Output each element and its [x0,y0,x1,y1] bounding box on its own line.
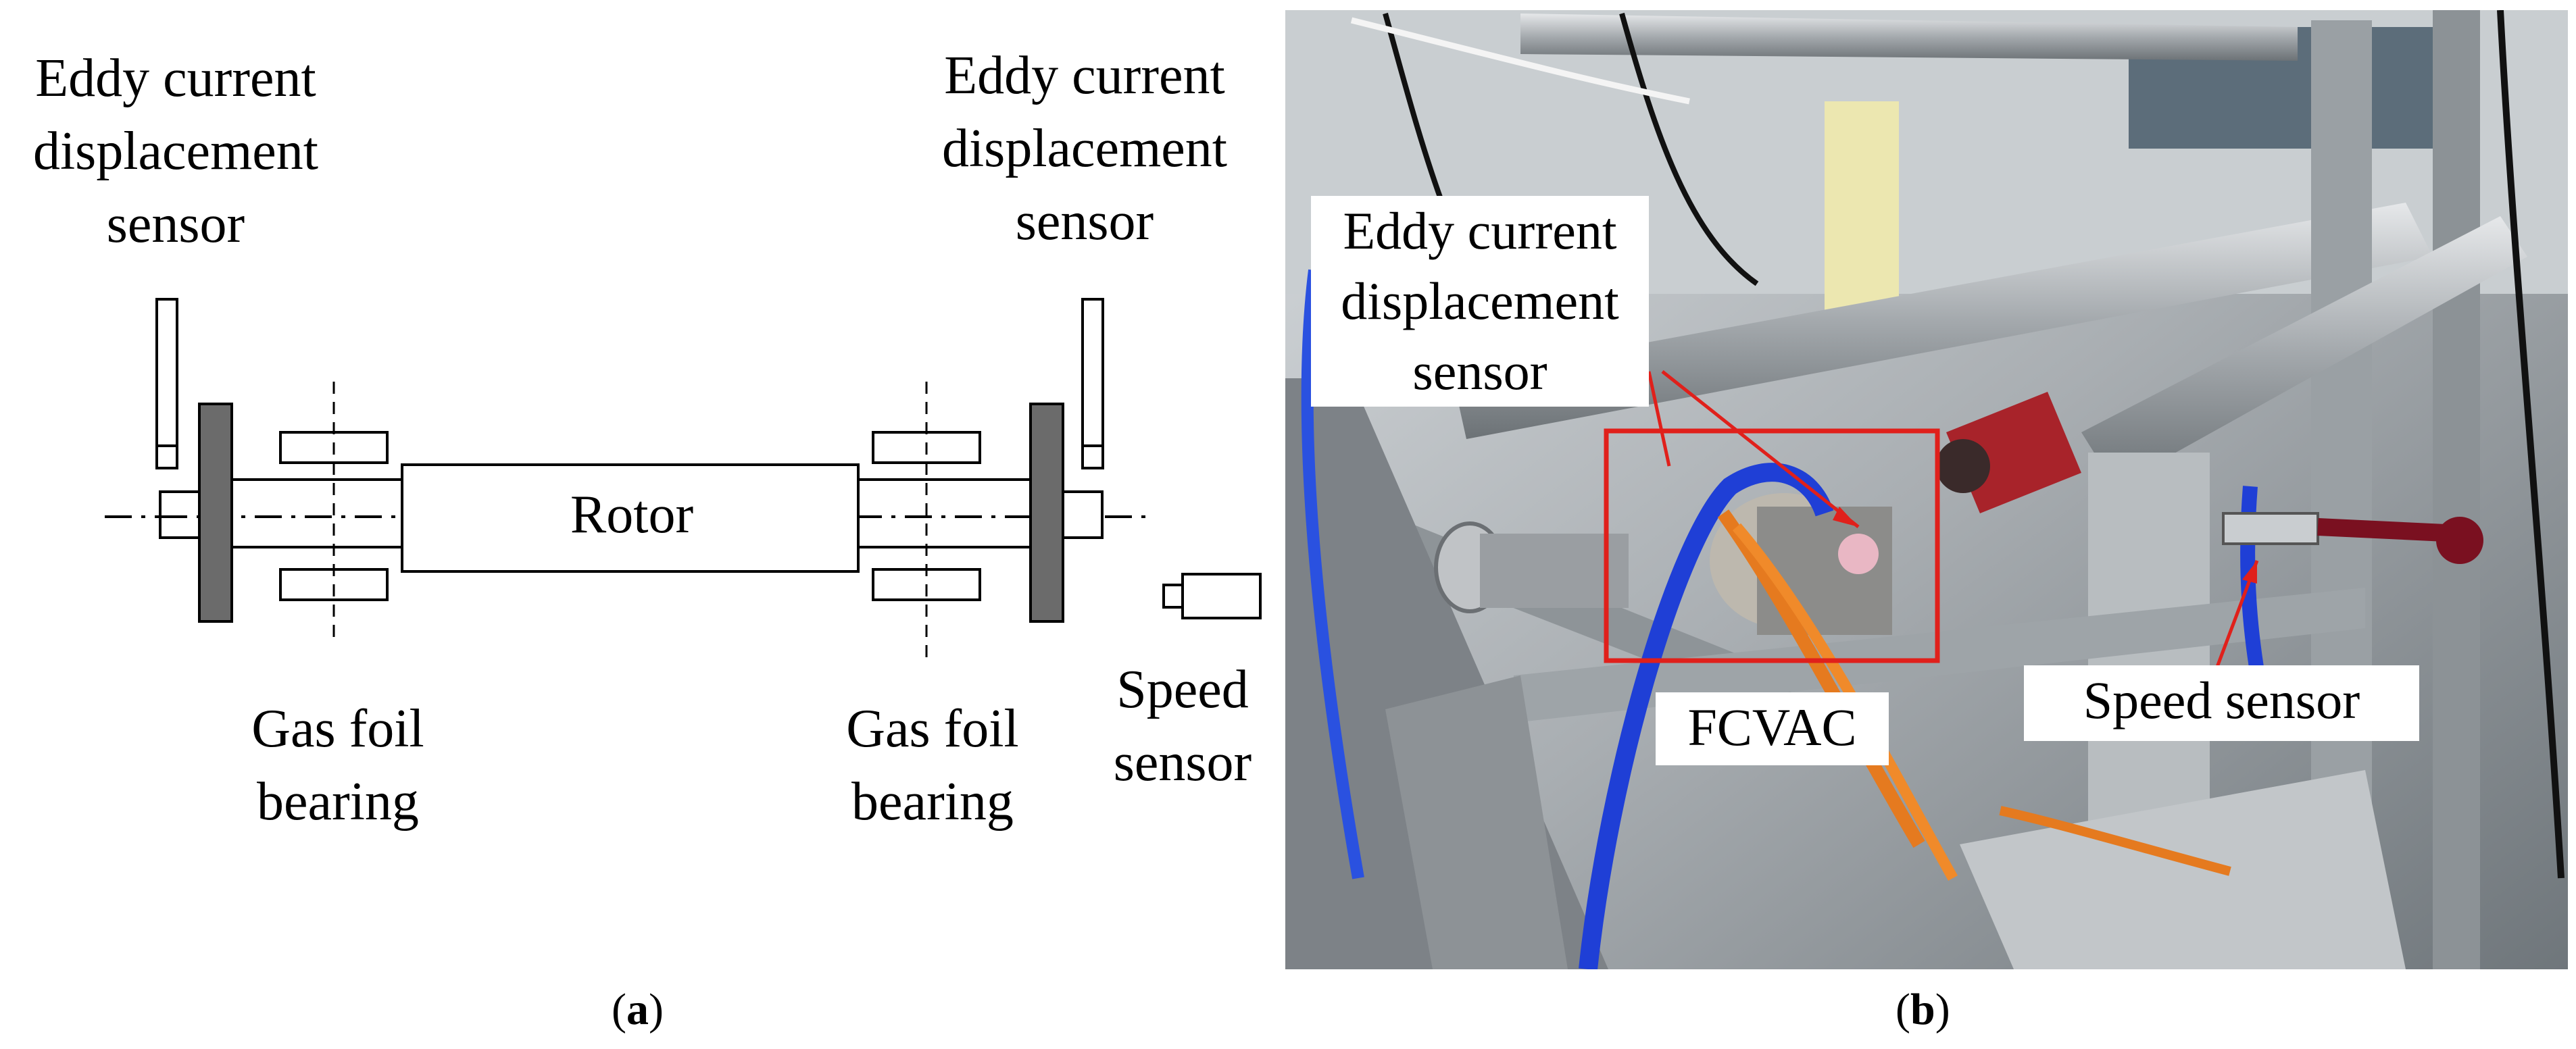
photo-label-eddy-line2: displacement [1341,272,1619,330]
photo-label-speed: Speed sensor [2024,665,2419,741]
label-eddy-left-line3: sensor [106,195,245,254]
speed-sensor-body [1181,573,1262,619]
eddy-arrow-1 [1647,371,1671,467]
label-eddy-right-line3: sensor [1015,192,1154,251]
label-eddy-left-line1: Eddy current [35,49,316,108]
eddy-arrow-2 [1661,370,1860,528]
label-rotor: Rotor [537,481,726,548]
photo-label-fcvac: FCVAC [1656,692,1889,765]
label-gas-right: Gas foil bearing [797,692,1068,838]
label-gas-left-line1: Gas foil [251,699,424,759]
label-gas-right-line1: Gas foil [846,699,1019,759]
label-eddy-right-line2: displacement [941,119,1228,178]
photo-label-eddy-line3: sensor [1412,342,1547,401]
label-speed-line1: Speed [1116,660,1249,719]
right-stub [1062,490,1104,539]
label-eddy-right: Eddy current displacement sensor [916,39,1254,258]
label-eddy-right-line1: Eddy current [944,46,1225,105]
label-gas-right-line2: bearing [851,772,1014,831]
caption-b: (b) [1896,985,1950,1034]
label-gas-left: Gas foil bearing [203,692,473,838]
photo-label-eddy-line1: Eddy current [1343,201,1617,260]
frame-beam-top [1453,203,2433,439]
fcvac-highlight-box [1604,428,1940,663]
label-gas-left-line2: bearing [257,772,419,831]
caption-a-letter: a [626,985,649,1034]
caption-b-letter: b [1910,985,1935,1034]
label-speed: Speed sensor [1101,653,1264,799]
photo-label-eddy: Eddy current displacement sensor [1311,196,1649,407]
right-eddy-sensor [1081,298,1104,469]
left-stub [159,490,201,539]
caption-a: (a) [612,985,664,1034]
label-speed-line2: sensor [1113,733,1252,792]
label-eddy-left: Eddy current displacement sensor [7,42,345,261]
right-disk [1029,403,1064,623]
label-eddy-left-line2: displacement [32,122,319,181]
speed-sensor-tip [1162,584,1184,609]
left-eddy-sensor [155,298,178,469]
